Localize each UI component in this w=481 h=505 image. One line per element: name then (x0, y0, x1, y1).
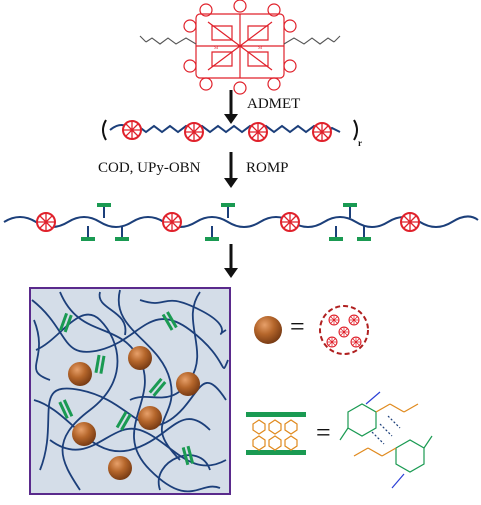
arrow-down-icon (224, 244, 238, 278)
allyl-arm-left (139, 35, 197, 45)
svg-text:Si: Si (214, 46, 219, 51)
romp-copolymer-chain (3, 202, 479, 242)
poss-monomer-structure: Si Si (183, 0, 297, 95)
equals-sign-particle: = (290, 312, 305, 341)
arrow-down-icon (224, 90, 238, 124)
poss-cluster-icon (319, 305, 369, 355)
repeat-unit-subscript: r (358, 138, 362, 148)
equals-sign-upy: = (316, 418, 331, 447)
reagents-label: COD, UPy-OBN (98, 160, 201, 176)
admet-label: ADMET (247, 96, 301, 112)
romp-label: ROMP (246, 160, 289, 176)
admet-polymer-chain (102, 119, 358, 142)
svg-text:Si: Si (258, 46, 263, 51)
upy-dimer-structure (339, 391, 433, 489)
allyl-arm-right (283, 35, 341, 45)
arrow-down-icon (224, 152, 238, 188)
upy-dimer-icon (246, 412, 306, 455)
supramolecular-network-box (29, 287, 231, 495)
nanoparticle-icon (254, 316, 282, 344)
